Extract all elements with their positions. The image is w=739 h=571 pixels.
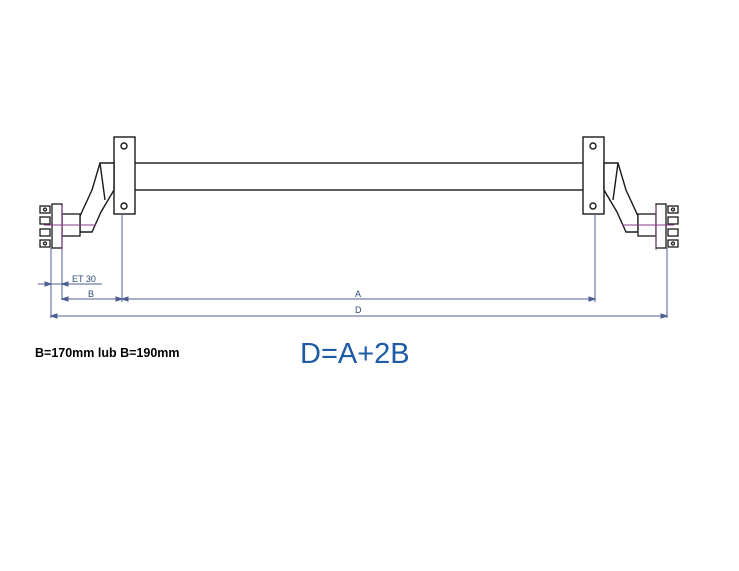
b-value-note: B=170mm lub B=190mm — [35, 346, 180, 360]
a-dimension — [120, 296, 597, 302]
b-dimension — [60, 296, 124, 302]
axle-beam — [133, 162, 585, 191]
left-swing-arm — [79, 162, 115, 233]
dimension-formula: D=A+2B — [300, 338, 410, 370]
extension-lines — [50, 214, 668, 318]
d-label: D — [355, 305, 362, 315]
et-dimension — [38, 281, 102, 287]
hub-centerlines — [44, 205, 674, 250]
d-dimension — [49, 313, 669, 319]
right-wheel-hub — [637, 203, 679, 249]
right-mount-bracket — [582, 136, 605, 215]
a-label: A — [355, 289, 361, 299]
et-label: ET 30 — [72, 274, 96, 284]
left-mount-bracket — [113, 136, 136, 215]
b-label: B — [88, 289, 94, 299]
left-wheel-hub — [39, 203, 81, 249]
right-swing-arm — [603, 162, 639, 233]
